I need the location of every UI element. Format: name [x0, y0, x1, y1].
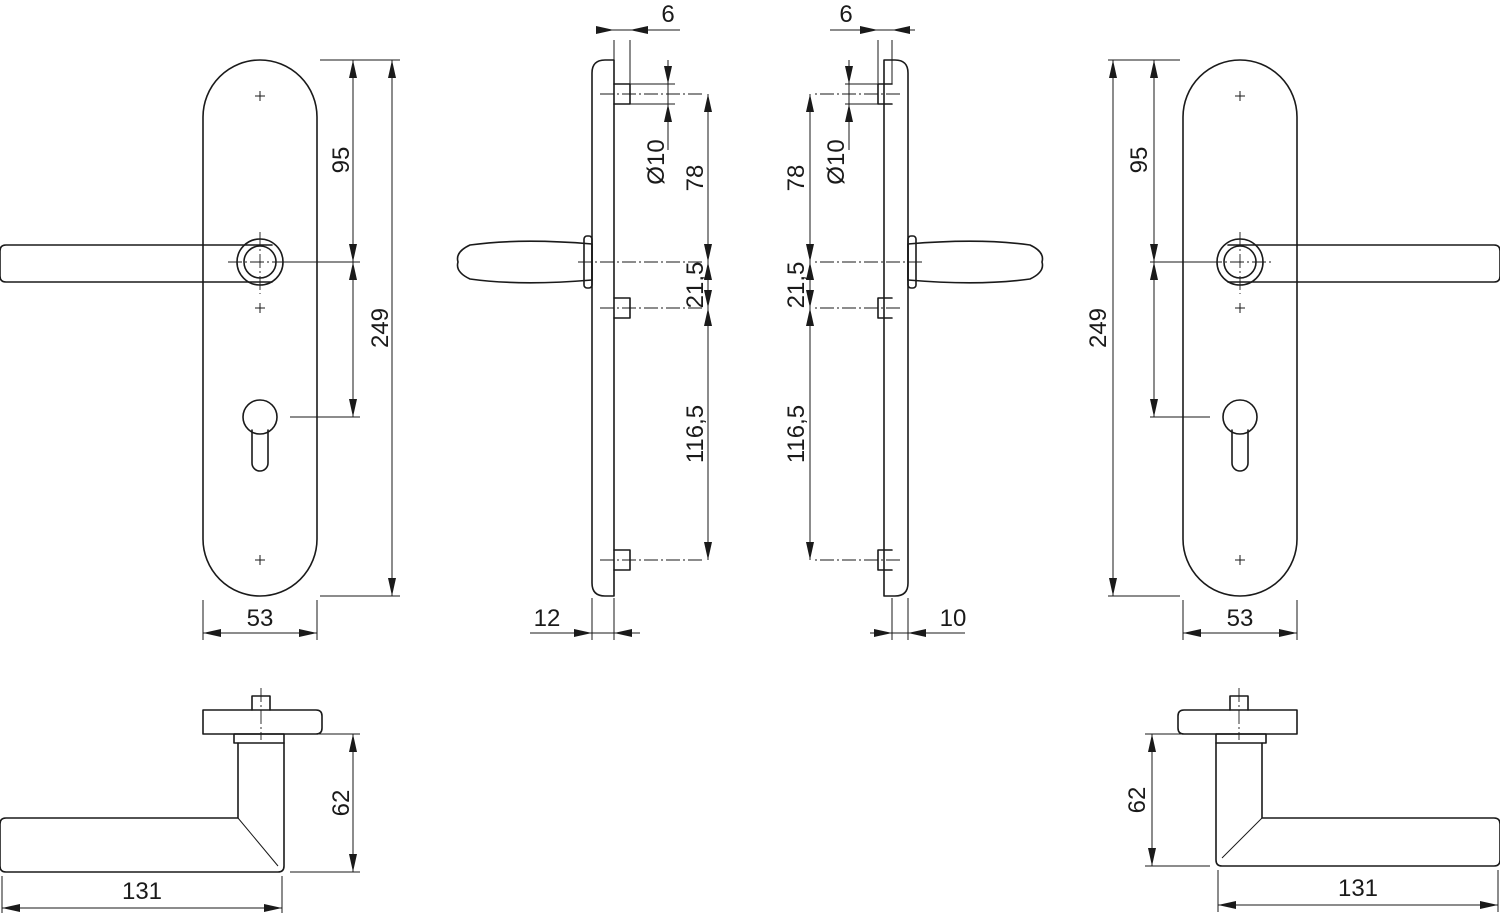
escutcheon-plate: [1182, 59, 1298, 597]
dim-53-right: 53: [1227, 605, 1254, 632]
dim-10: 10: [940, 605, 967, 632]
dim-95-right: 95: [1126, 147, 1153, 174]
rosette-top: [202, 709, 323, 735]
dim-12: 12: [534, 605, 561, 632]
top-view-right: 62 131: [1124, 688, 1500, 912]
dim-249-left: 249: [367, 308, 394, 348]
dim-131-right: 131: [1338, 875, 1378, 902]
dim-6-left: 6: [661, 1, 674, 28]
dim-53-left: 53: [247, 605, 274, 632]
lever-handle: [1227, 244, 1500, 283]
keyhole: [242, 399, 278, 472]
plate-side: [591, 59, 615, 597]
front-view-left: 95 249 53: [0, 59, 400, 640]
lever-top: [0, 742, 285, 873]
rosette-top: [1177, 709, 1298, 735]
dim-116-5-right: 116,5: [783, 405, 810, 463]
plate-side: [883, 59, 909, 597]
escutcheon-plate: [202, 59, 318, 597]
dim-21-5-right: 21,5: [783, 262, 810, 309]
front-view-right: 95 249 53: [1085, 59, 1500, 640]
lever-side: [456, 240, 593, 284]
side-view-right: 6 Ø10 78 21,5 116,5 10: [783, 1, 1044, 640]
dim-78-right: 78: [783, 165, 810, 192]
dim-116-5-left: 116,5: [682, 405, 709, 463]
top-view-left: 62 131: [0, 688, 360, 913]
lever-handle: [0, 244, 273, 283]
side-view-left: 6 Ø10 78 21,5 116,5 12: [456, 1, 712, 640]
dim-78-left: 78: [682, 165, 709, 192]
keyhole: [1222, 399, 1258, 472]
dim-131-left: 131: [122, 878, 162, 905]
dim-95-left: 95: [328, 147, 355, 174]
dim-21-5-left: 21,5: [682, 262, 709, 309]
dim-249-right: 249: [1085, 308, 1112, 348]
dim-d10-left: Ø10: [643, 139, 670, 184]
dim-d10-right: Ø10: [823, 139, 850, 184]
dim-62-right: 62: [1124, 787, 1151, 814]
dim-6-right: 6: [839, 1, 852, 28]
lever-top: [1215, 742, 1500, 867]
dim-62-left: 62: [328, 790, 355, 817]
lever-side: [907, 240, 1044, 284]
